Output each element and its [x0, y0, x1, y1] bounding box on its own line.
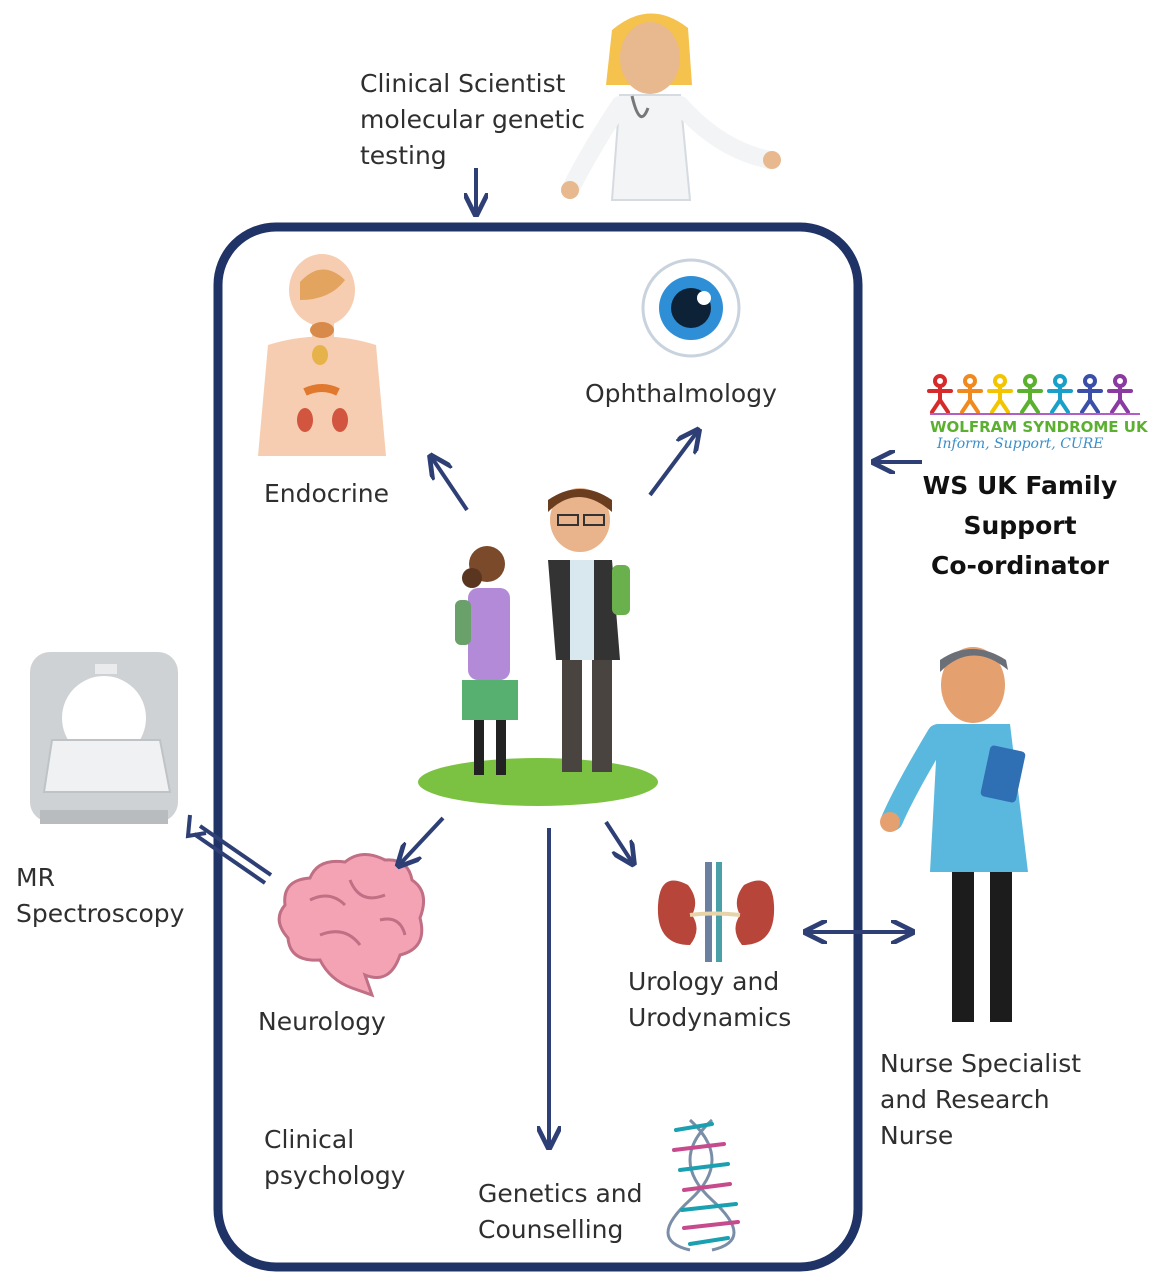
- arrow-urology: [604, 820, 632, 862]
- ws-uk-line-1: WS UK Family: [922, 471, 1118, 500]
- dna-icon: [666, 1118, 740, 1252]
- genetics-line-1: Genetics and: [478, 1179, 643, 1208]
- nurse-line-3: Nurse: [880, 1121, 954, 1150]
- clinical-psychology-line-2: psychology: [264, 1161, 406, 1190]
- clinical-scientist-figure: [561, 13, 781, 201]
- clinical-scientist-line-3: testing: [360, 141, 447, 170]
- ws-uk-coordinator-label: WS UK Family Support Co-ordinator: [920, 466, 1120, 586]
- brain-icon: [277, 853, 426, 998]
- ws-uk-line-3: Co-ordinator: [931, 551, 1109, 580]
- nurse-figure: [880, 647, 1028, 1022]
- arrow-neurology: [400, 816, 445, 864]
- urology-line-2: Urodynamics: [628, 1003, 792, 1032]
- eye-icon: [641, 258, 741, 358]
- children-figures: [418, 488, 658, 806]
- endocrine-label: Endocrine: [264, 479, 389, 508]
- clinical-scientist-line-2: molecular genetic: [360, 105, 586, 134]
- logo-tagline: Inform, Support, CURE: [937, 436, 1104, 452]
- mri-scanner-icon: [30, 652, 178, 824]
- nurse-specialist-label: Nurse Specialist and Research Nurse: [880, 1046, 1081, 1154]
- mr-line-2: Spectroscopy: [16, 899, 185, 928]
- genetics-line-2: Counselling: [478, 1215, 624, 1244]
- clinic-frame: [213, 222, 863, 1272]
- kidney-icon: [657, 862, 775, 962]
- arrow-endocrine: [432, 458, 469, 512]
- arrows: [400, 168, 922, 1145]
- clinical-scientist-line-1: Clinical Scientist: [360, 69, 566, 98]
- ground-patch: [418, 758, 658, 806]
- clinical-scientist-label: Clinical Scientist molecular genetic tes…: [360, 66, 585, 174]
- clinical-psychology-label: Clinical psychology: [264, 1122, 405, 1194]
- urology-label: Urology and Urodynamics: [628, 964, 791, 1036]
- logo-name: WOLFRAM SYNDROME UK: [930, 418, 1148, 436]
- genetics-label: Genetics and Counselling: [478, 1176, 642, 1248]
- neurology-label: Neurology: [258, 1007, 386, 1036]
- nurse-line-2: and Research: [880, 1085, 1050, 1114]
- mr-line-1: MR: [16, 863, 55, 892]
- arrow-mr: [185, 814, 273, 885]
- clinical-psychology-line-1: Clinical: [264, 1125, 355, 1154]
- nurse-line-1: Nurse Specialist: [880, 1049, 1082, 1078]
- ws-uk-line-2: Support: [963, 511, 1077, 540]
- ophthalmology-label: Ophthalmology: [585, 379, 777, 408]
- arrow-ophthalmology: [648, 432, 697, 497]
- mr-spectroscopy-label: MR Spectroscopy: [16, 860, 184, 932]
- endocrine-body-icon: [258, 254, 386, 456]
- family-logo-icon: [927, 374, 1140, 415]
- urology-line-1: Urology and: [628, 967, 780, 996]
